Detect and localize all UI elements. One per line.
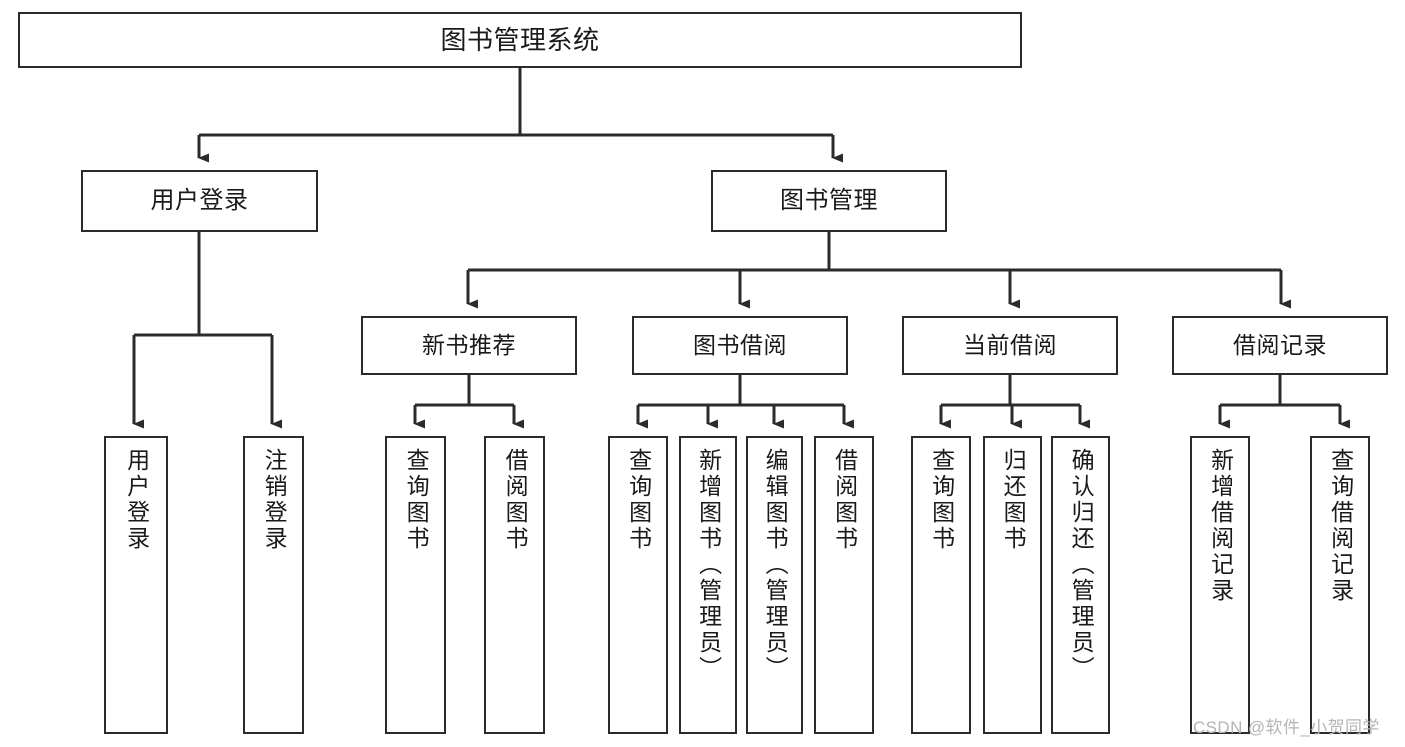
node-current-borrow[interactable]: 当前借阅 (902, 316, 1118, 375)
node-label: 当前借阅 (963, 331, 1057, 358)
node-label: 注销登录 (261, 448, 288, 552)
node-label: 编辑图书（管理员） (762, 448, 789, 682)
node-leaf-borrow-book-recommend[interactable]: 借阅图书 (484, 436, 545, 734)
node-leaf-edit-book-admin[interactable]: 编辑图书（管理员） (746, 436, 803, 734)
node-new-book-recommend[interactable]: 新书推荐 (361, 316, 577, 375)
node-label: 借阅图书 (831, 448, 858, 552)
node-label: 用户登录 (150, 186, 249, 214)
node-leaf-user-login[interactable]: 用户登录 (104, 436, 168, 734)
node-label: 查询图书 (625, 448, 652, 552)
node-label: 借阅图书 (502, 448, 529, 552)
node-leaf-add-book-admin[interactable]: 新增图书（管理员） (679, 436, 737, 734)
node-leaf-borrow-book[interactable]: 借阅图书 (814, 436, 874, 734)
node-label: 查询图书 (403, 448, 430, 552)
node-leaf-return-book[interactable]: 归还图书 (983, 436, 1042, 734)
node-leaf-query-book-recommend[interactable]: 查询图书 (385, 436, 446, 734)
node-leaf-add-borrow-record[interactable]: 新增借阅记录 (1190, 436, 1250, 734)
node-leaf-confirm-return-admin[interactable]: 确认归还（管理员） (1051, 436, 1110, 734)
node-label: 查询借阅记录 (1327, 448, 1354, 604)
node-label: 查询图书 (928, 448, 955, 552)
node-book-borrow[interactable]: 图书借阅 (632, 316, 848, 375)
node-leaf-query-borrow-record[interactable]: 查询借阅记录 (1310, 436, 1370, 734)
node-label: 图书借阅 (693, 331, 787, 358)
node-label: 借阅记录 (1233, 331, 1327, 358)
node-root-system[interactable]: 图书管理系统 (18, 12, 1022, 68)
node-leaf-query-book-borrow[interactable]: 查询图书 (608, 436, 668, 734)
node-label: 归还图书 (1000, 448, 1027, 552)
node-label: 图书管理系统 (440, 24, 600, 55)
node-label: 图书管理 (780, 186, 878, 214)
node-leaf-query-book-current[interactable]: 查询图书 (911, 436, 971, 734)
node-label: 确认归还（管理员） (1068, 448, 1095, 682)
node-label: 新书推荐 (422, 331, 516, 358)
node-borrow-record[interactable]: 借阅记录 (1172, 316, 1388, 375)
node-label: 用户登录 (123, 448, 150, 552)
node-label: 新增借阅记录 (1207, 448, 1234, 604)
node-user-login[interactable]: 用户登录 (81, 170, 318, 232)
node-label: 新增图书（管理员） (695, 448, 722, 682)
node-leaf-logout[interactable]: 注销登录 (243, 436, 304, 734)
node-book-management[interactable]: 图书管理 (711, 170, 947, 232)
